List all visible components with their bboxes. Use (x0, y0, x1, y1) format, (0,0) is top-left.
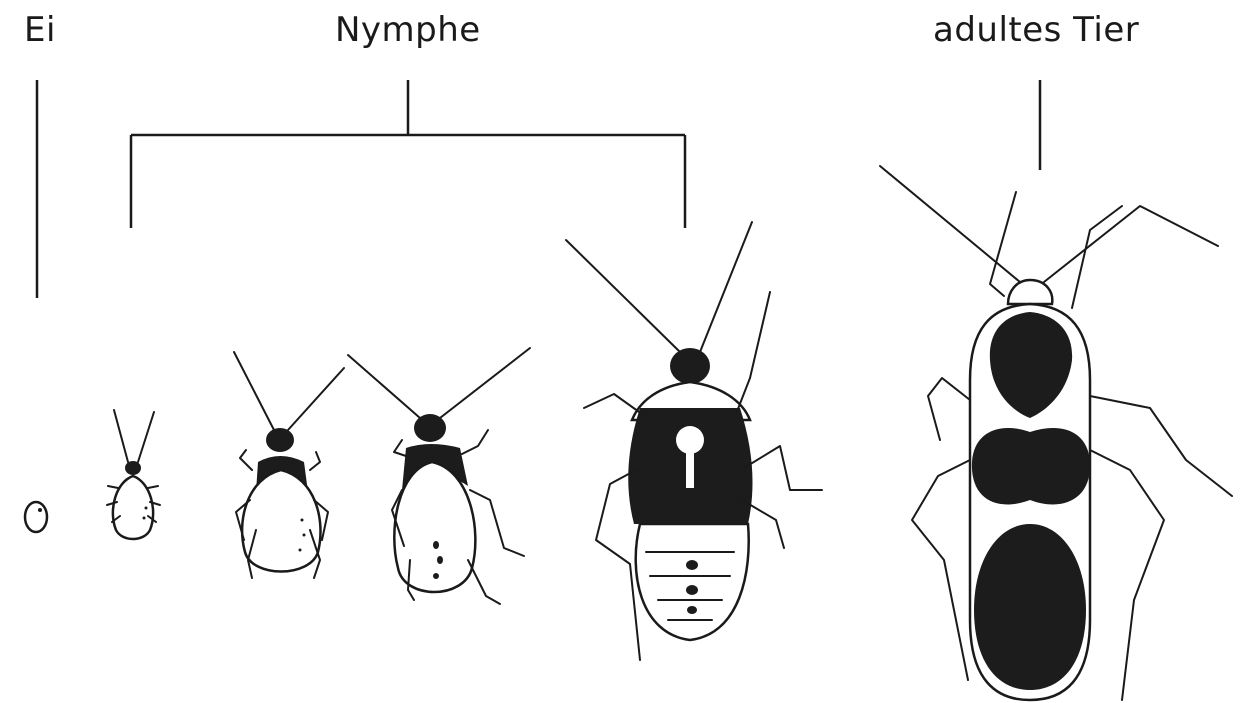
nymph-4-drawing (566, 222, 822, 660)
nymph-3-drawing (348, 348, 530, 604)
nymph-1-drawing (107, 410, 160, 539)
adult-drawing (880, 166, 1232, 700)
bracket-nymph (131, 80, 685, 228)
nymph-2-drawing (234, 352, 344, 578)
egg-drawing (25, 502, 47, 532)
